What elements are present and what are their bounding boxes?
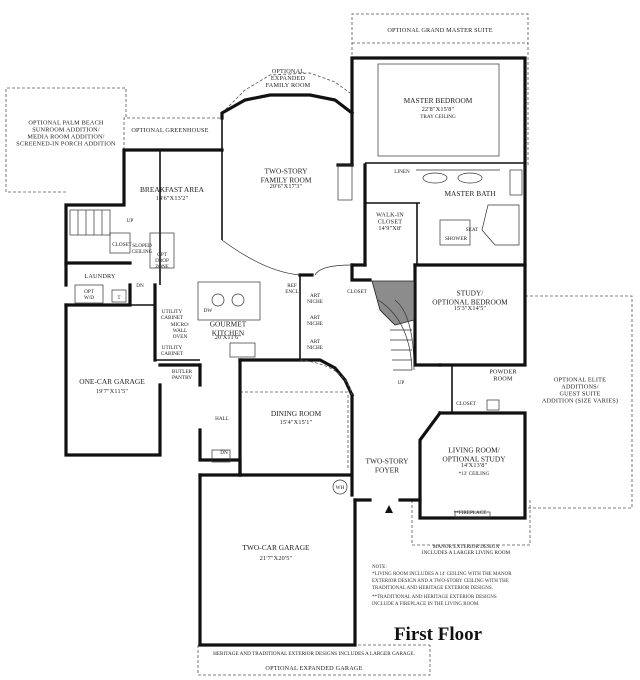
note-line-4: **TRADITIONAL AND HERITAGE EXTERIOR DESI… [372,595,497,600]
fireplace-label: **FIREPLACE [454,510,487,516]
laundry-label: LAUNDRY [84,273,116,280]
linen-label: LINEN [394,169,410,175]
walls [64,56,527,647]
living-room-note: *13' CEILING [459,471,490,477]
floor-title: First Floor [394,624,483,645]
note-line-5: INCLUDE A FIREPLACE IN THE LIVING ROOM. [372,602,480,607]
two-car-garage-size: 21'7"X20'5" [260,555,293,562]
heritage-note: HERITAGE AND TRADITIONAL EXTERIOR DESIGN… [213,651,415,657]
one-car-garage-name: ONE-CAR GARAGE [79,377,145,386]
note-line-3: TRADITIONAL AND HERITAGE EXTERIOR DESIGN… [372,586,493,591]
water-heater-label: WH [336,485,345,491]
living-room-name: LIVING ROOM/OPTIONAL STUDY [442,446,506,464]
breakfast-area-size: 14'6"X13'2" [156,195,189,202]
breakfast-area-name: BREAKFAST AREA [140,185,205,194]
gourmet-kitchen-size: 20'X11'6" [215,334,242,341]
dn-label-2: DN [220,450,228,456]
dw-label: DW [204,308,213,314]
dn-label-1: DN [136,283,144,289]
walk-in-closet-size: 14'9"X8' [378,225,401,232]
closet-label-1: CLOSET [112,242,132,248]
notes: NOTE: *LIVING ROOM INCLUDES A 14' CEILIN… [372,565,512,607]
up-stair-label: UP [127,218,134,224]
up-label-2: UP [398,380,405,386]
master-bedroom-size: 22'8"X15'8" [422,106,455,113]
two-car-garage-name: TWO-CAR GARAGE [242,543,310,552]
master-bedroom-note: TRAY CEILING [420,114,456,120]
labels: OPTIONAL GRAND MASTER SUITE MASTER BEDRO… [16,27,618,672]
one-car-garage-size: 19'7"X11'5" [96,388,129,395]
study-size: 15'3"X14'5" [454,305,487,312]
family-room-size: 20'6"X17'3" [270,183,303,190]
dining-room-name: DINING ROOM [271,409,322,418]
fixtures [69,63,523,519]
t-label: T [117,295,121,301]
optional-greenhouse-label: OPTIONAL GREENHOUSE [131,127,208,134]
note-line-2: EXTERIOR DESIGN AND A TWO-STORY CEILING … [372,579,509,584]
optional-expanded-garage-label: OPTIONAL EXPANDED GARAGE [265,665,362,672]
study-name: STUDY/OPTIONAL BEDROOM [432,289,508,307]
closet-label-2: CLOSET [347,289,367,295]
closet-label-3: CLOSET [456,401,476,407]
hall-label: HALL [215,416,229,422]
living-room-size: 14'X13'8" [461,462,488,469]
master-bath-label: MASTER BATH [444,189,496,198]
dining-room-size: 15'4"X15'1" [280,419,313,426]
optional-grand-master-suite-label: OPTIONAL GRAND MASTER SUITE [387,27,492,34]
note-line-1: *LIVING ROOM INCLUDES A 14' CEILING WITH… [372,572,512,577]
seat-label: SEAT [466,227,479,233]
shower-label: SHOWER [445,236,467,242]
master-bedroom-name: MASTER BEDROOM [404,96,473,105]
note-heading: NOTE: [372,565,387,570]
